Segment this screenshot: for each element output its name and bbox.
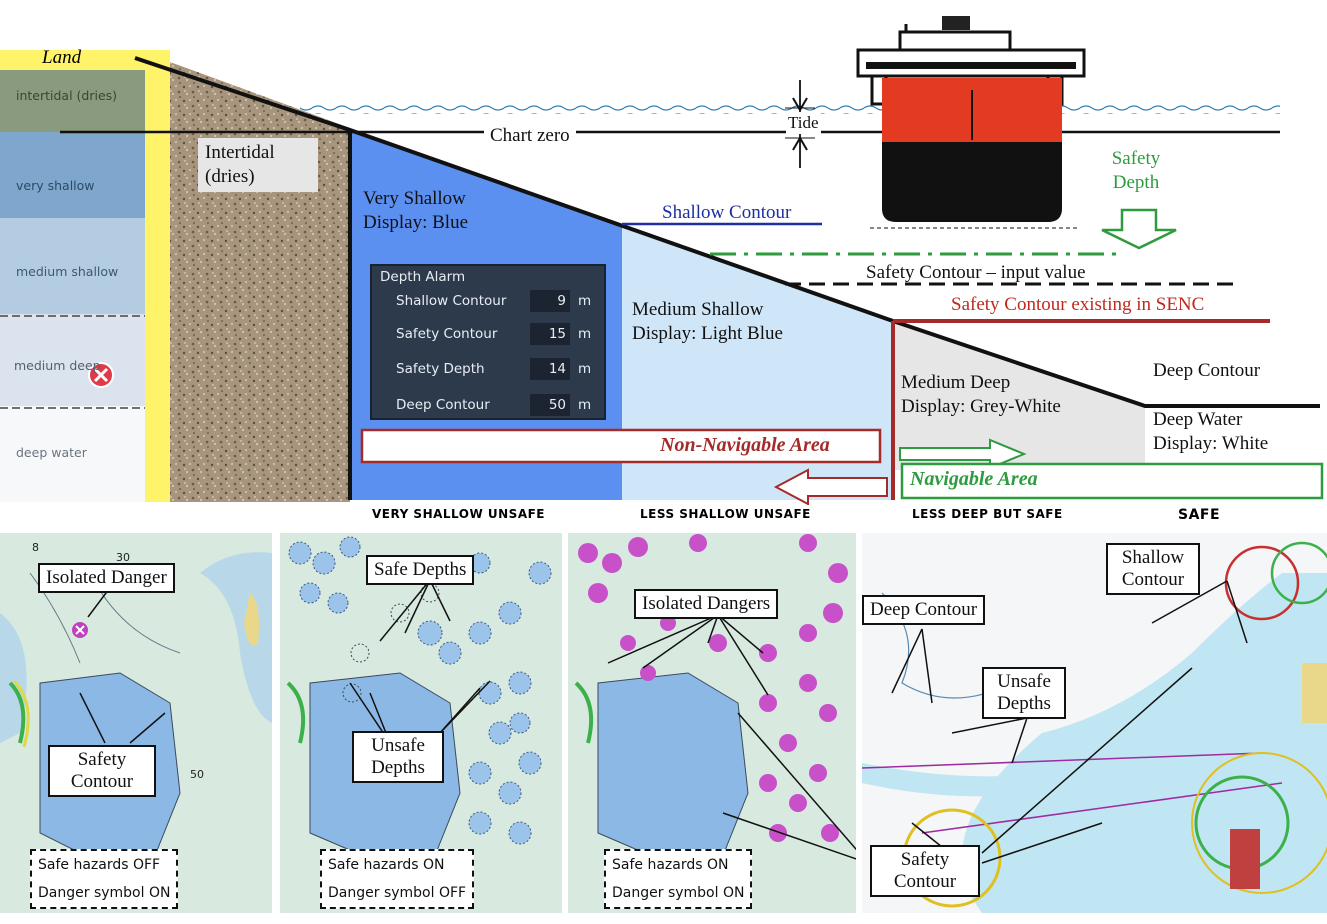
isolated-dangers-callout: Isolated Dangers: [634, 589, 779, 619]
safety-contour-callout-4: Safety Contour: [870, 845, 980, 897]
safe-depths-callout: Safe Depths: [366, 555, 475, 585]
deep-contour-label: Deep Contour: [1153, 360, 1261, 381]
ship-icon: [856, 16, 1086, 229]
legend-very-shallow: very shallow: [16, 178, 95, 193]
shallow-contour-label: Shallow Contour: [662, 202, 792, 223]
unsafe-depths-callout-4: Unsafe Depths: [982, 667, 1066, 719]
shallow-contour-callout: Shallow Contour: [1106, 543, 1200, 595]
panel-3-settings: Safe hazards ON Danger symbol ON: [604, 849, 753, 909]
legend-medium-deep: medium deep: [14, 358, 101, 373]
safety-depth-label: Safety Depth: [1111, 148, 1161, 193]
deep-water-zone: [1145, 406, 1320, 470]
medium-deep-zone: [893, 321, 1145, 470]
safety-contour-callout: Safety Contour: [48, 745, 156, 797]
alarm-row-shallow-contour: Shallow Contour 9 m: [372, 288, 604, 316]
navigable-label: Navigable Area: [910, 468, 1038, 490]
zone-caption-safe: SAFE: [1178, 507, 1221, 523]
svg-text:50: 50: [190, 768, 204, 781]
panel-1-settings: Safe hazards OFF Danger symbol ON: [30, 849, 179, 909]
alarm-row-deep-contour: Deep Contour 50 m: [372, 392, 604, 420]
non-navigable-area-box: [360, 428, 882, 464]
svg-text:8: 8: [32, 541, 39, 554]
legend-medium-shallow: medium shallow: [16, 264, 119, 279]
non-navigable-arrow: [773, 468, 888, 505]
safety-contour-value[interactable]: 15: [530, 323, 570, 345]
alarm-row-safety-contour: Safety Contour 15 m: [372, 321, 604, 349]
land-label: Land: [42, 47, 82, 68]
zone-caption-less-deep: LESS DEEP BUT SAFE: [912, 507, 1063, 521]
water-surface: [300, 104, 1280, 114]
non-navigable-label: Non-Navigable Area: [660, 434, 830, 456]
medium-deep-label: Medium Deep Display: Grey-White: [901, 372, 1061, 417]
deep-water-label: Deep Water Display: White: [1153, 409, 1269, 454]
panel-2-settings: Safe hazards ON Danger symbol OFF: [320, 849, 475, 909]
deep-contour-callout: Deep Contour: [862, 595, 986, 625]
chart-panel-3: Isolated Dangers Safe hazards ON Danger …: [568, 533, 856, 913]
intertidal-seabed: [170, 62, 350, 502]
chart-zero-label: Chart zero: [484, 122, 576, 150]
chart-panel-1: 8 30 50 Isolated Danger Safety Contour S…: [0, 533, 272, 913]
safety-depth-value[interactable]: 14: [530, 358, 570, 380]
depth-profile-diagram: [0, 16, 1324, 505]
legend-intertidal: intertidal (dries): [16, 88, 118, 103]
safety-contour-input-label: Safety Contour – input value: [866, 262, 1086, 283]
navigable-area-box: [900, 462, 1324, 500]
shallow-contour-value[interactable]: 9: [530, 290, 570, 312]
chart-panel-2: Safe Depths Unsafe Depths Safe hazards O…: [280, 533, 562, 913]
intertidal-label: Intertidal (dries): [198, 138, 318, 192]
tide-label: Tide: [786, 112, 821, 134]
depth-alarm-panel: Depth Alarm Shallow Contour 9 m Safety C…: [370, 264, 606, 420]
very-shallow-label: Very Shallow Display: Blue: [363, 188, 469, 233]
chart-panel-4: Shallow Contour Deep Contour Unsafe Dept…: [862, 533, 1327, 913]
safety-depth-arrow: [1101, 208, 1177, 250]
navigable-arrow: [899, 438, 1027, 470]
chart-panel-3-map: [574, 534, 856, 869]
unsafe-depths-callout: Unsafe Depths: [352, 731, 444, 783]
zone-caption-less-shallow: LESS SHALLOW UNSAFE: [640, 507, 811, 521]
chart-panel-4-map: [862, 541, 1327, 913]
safety-contour-senc-label: Safety Contour existing in SENC: [951, 294, 1205, 315]
deep-contour-value[interactable]: 50: [530, 394, 570, 416]
legend-deep-water: deep water: [16, 445, 87, 460]
alarm-row-safety-depth: Safety Depth 14 m: [372, 356, 604, 384]
isolated-danger-callout: Isolated Danger: [38, 563, 175, 593]
zone-caption-very-shallow: VERY SHALLOW UNSAFE: [372, 507, 545, 521]
medium-shallow-label: Medium Shallow Display: Light Blue: [632, 299, 783, 344]
svg-text:30: 30: [116, 551, 130, 564]
depth-alarm-title: Depth Alarm: [380, 269, 466, 285]
